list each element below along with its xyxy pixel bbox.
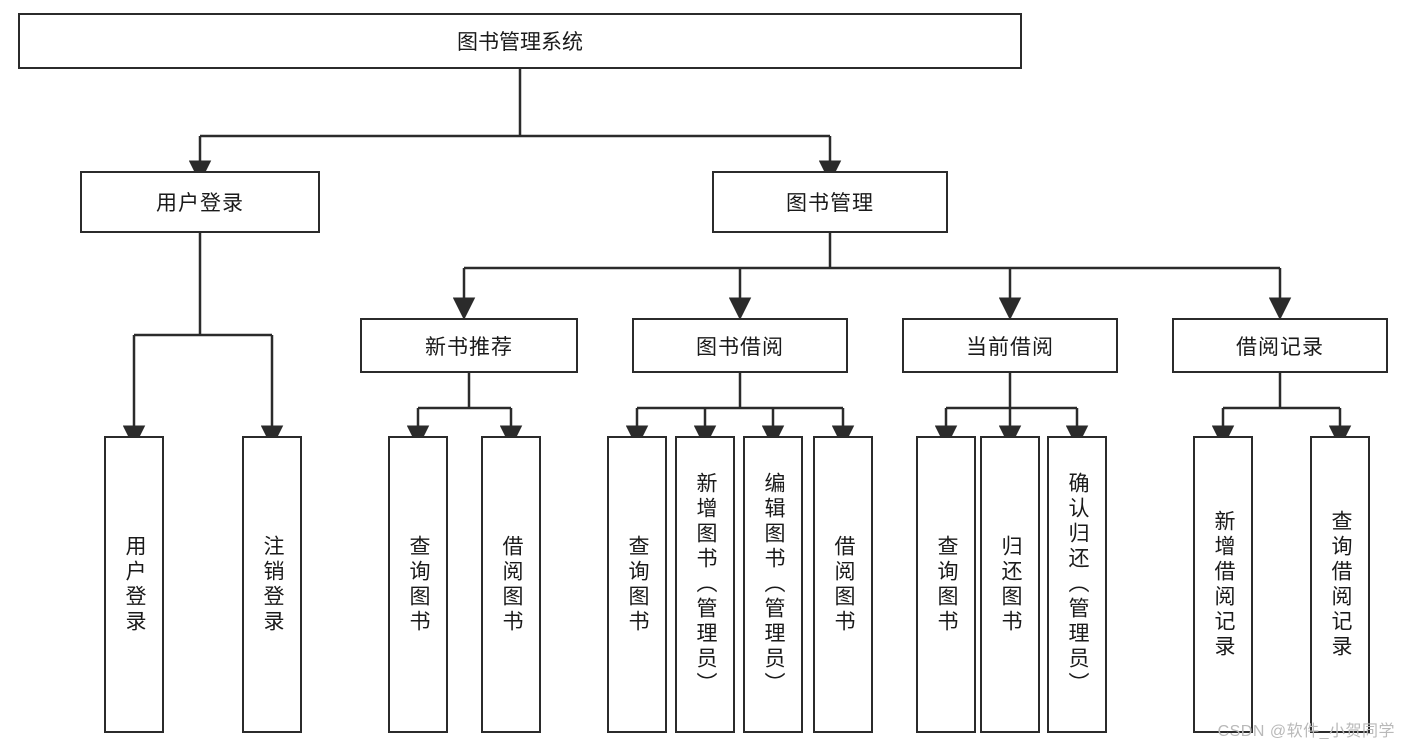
node-label: 图书借阅 xyxy=(696,335,784,359)
leaf-borrow-book-recommend[interactable]: 借阅图书 xyxy=(481,436,541,733)
leaf-add-book-admin[interactable]: 新增图书（管理员） xyxy=(675,436,735,733)
leaf-edit-book-admin[interactable]: 编辑图书（管理员） xyxy=(743,436,803,733)
node-label: 当前借阅 xyxy=(966,335,1054,359)
node-label: 图书管理 xyxy=(786,192,874,215)
node-label: 归还图书 xyxy=(999,534,1023,635)
leaf-query-book-borrow[interactable]: 查询图书 xyxy=(607,436,667,733)
leaf-add-borrow-record[interactable]: 新增借阅记录 xyxy=(1193,436,1253,733)
watermark-text: CSDN @软件_小贺同学 xyxy=(1217,723,1395,740)
leaf-query-borrow-record[interactable]: 查询借阅记录 xyxy=(1310,436,1370,733)
node-current-borrow[interactable]: 当前借阅 xyxy=(902,318,1118,373)
node-root-book-management-system[interactable]: 图书管理系统 xyxy=(18,13,1022,69)
leaf-query-book-current[interactable]: 查询图书 xyxy=(916,436,976,733)
node-label: 查询图书 xyxy=(407,534,431,635)
leaf-query-book-recommend[interactable]: 查询图书 xyxy=(388,436,448,733)
node-label: 新增图书（管理员） xyxy=(694,472,718,697)
node-label: 编辑图书（管理员） xyxy=(762,472,786,697)
leaf-return-book[interactable]: 归还图书 xyxy=(980,436,1040,733)
node-label: 确认归还（管理员） xyxy=(1066,472,1090,697)
node-label: 借阅图书 xyxy=(832,534,856,635)
node-book-borrow[interactable]: 图书借阅 xyxy=(632,318,848,373)
node-label: 用户登录 xyxy=(123,534,147,635)
node-user-login[interactable]: 用户登录 xyxy=(80,171,320,233)
leaf-logout-login[interactable]: 注销登录 xyxy=(242,436,302,733)
leaf-user-login[interactable]: 用户登录 xyxy=(104,436,164,733)
node-label: 新书推荐 xyxy=(425,335,513,359)
node-label: 借阅记录 xyxy=(1236,335,1324,359)
node-label: 注销登录 xyxy=(261,534,285,635)
node-new-book-recommend[interactable]: 新书推荐 xyxy=(360,318,578,373)
node-label: 查询图书 xyxy=(935,534,959,635)
node-book-management[interactable]: 图书管理 xyxy=(712,171,948,233)
leaf-confirm-return-admin[interactable]: 确认归还（管理员） xyxy=(1047,436,1107,733)
node-borrow-record[interactable]: 借阅记录 xyxy=(1172,318,1388,373)
node-label: 新增借阅记录 xyxy=(1212,509,1236,660)
node-label: 借阅图书 xyxy=(500,534,524,635)
node-label: 查询借阅记录 xyxy=(1329,509,1353,660)
node-label: 查询图书 xyxy=(626,534,650,635)
node-label: 用户登录 xyxy=(156,192,244,215)
leaf-borrow-book[interactable]: 借阅图书 xyxy=(813,436,873,733)
node-label: 图书管理系统 xyxy=(457,31,583,54)
